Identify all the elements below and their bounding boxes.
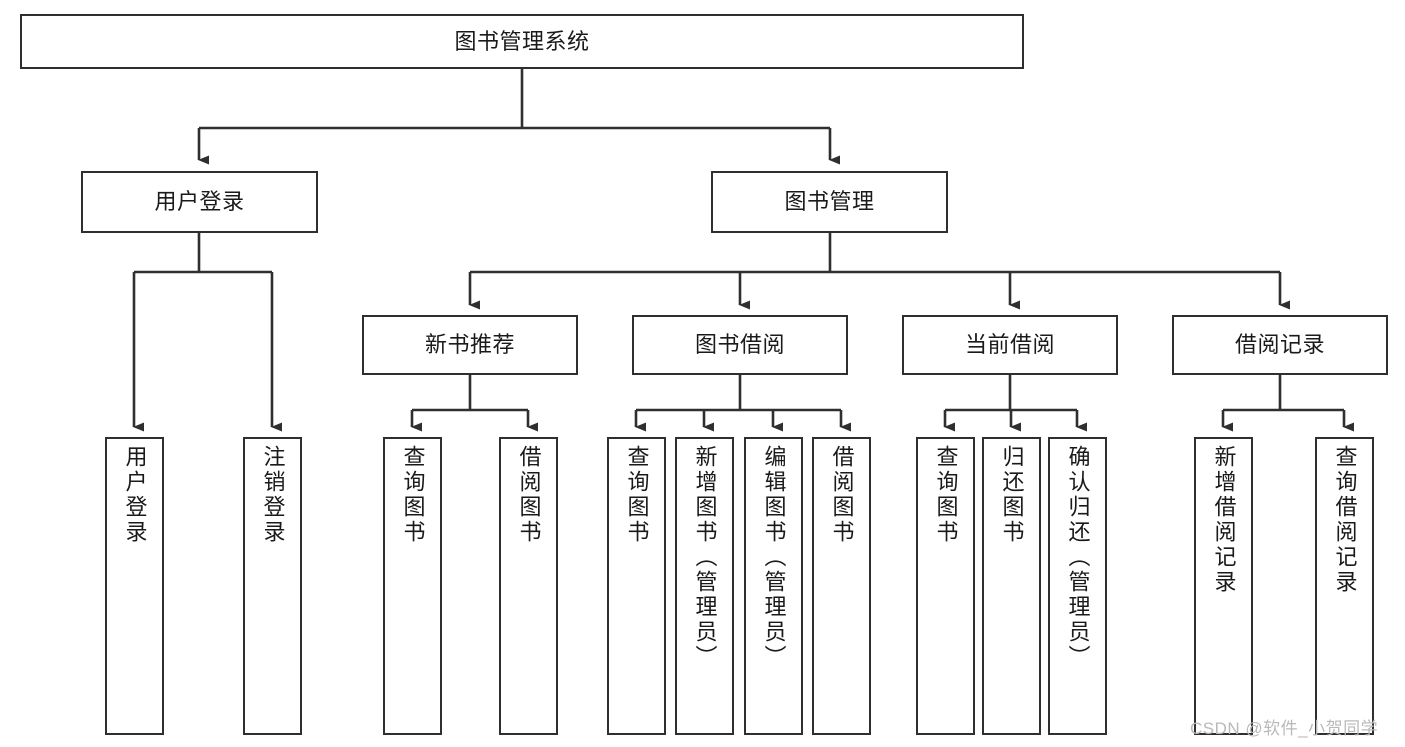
leaf-borrow-borrow-book[interactable]: 借阅图书	[812, 437, 871, 735]
node-current-borrow[interactable]: 当前借阅	[902, 315, 1118, 375]
node-user-login[interactable]: 用户登录	[81, 171, 318, 233]
node-label: 图书借阅	[694, 332, 785, 358]
node-label: 新增借阅记录	[1211, 445, 1237, 595]
node-label: 新增图书（管理员）	[692, 445, 718, 670]
node-label: 图书管理系统	[454, 28, 590, 54]
leaf-current-return-book[interactable]: 归还图书	[982, 437, 1041, 735]
node-label: 查询图书	[400, 445, 426, 545]
node-label: 查询图书	[624, 445, 650, 545]
node-book-borrow[interactable]: 图书借阅	[632, 315, 848, 375]
node-label: 编辑图书（管理员）	[761, 445, 787, 670]
node-root-library-system[interactable]: 图书管理系统	[20, 14, 1024, 69]
node-label: 借阅图书	[829, 445, 855, 545]
leaf-current-query-book[interactable]: 查询图书	[916, 437, 975, 735]
node-label: 归还图书	[999, 445, 1025, 545]
node-label: 用户登录	[122, 445, 148, 545]
node-label: 当前借阅	[964, 332, 1055, 358]
node-book-management[interactable]: 图书管理	[711, 171, 948, 233]
node-label: 确认归还（管理员）	[1065, 445, 1091, 670]
leaf-current-confirm-return-admin[interactable]: 确认归还（管理员）	[1048, 437, 1107, 735]
node-borrow-record[interactable]: 借阅记录	[1172, 315, 1388, 375]
node-new-book-recommend[interactable]: 新书推荐	[362, 315, 578, 375]
leaf-user-login-signout[interactable]: 注销登录	[243, 437, 302, 735]
leaf-user-login-signin[interactable]: 用户登录	[105, 437, 164, 735]
leaf-record-query-record[interactable]: 查询借阅记录	[1315, 437, 1374, 735]
node-label: 借阅图书	[516, 445, 542, 545]
node-label: 图书管理	[784, 189, 875, 215]
leaf-new-book-borrow[interactable]: 借阅图书	[499, 437, 558, 735]
leaf-new-book-query[interactable]: 查询图书	[383, 437, 442, 735]
node-label: 用户登录	[154, 189, 245, 215]
node-label: 借阅记录	[1234, 332, 1325, 358]
leaf-record-add-record[interactable]: 新增借阅记录	[1194, 437, 1253, 735]
node-label: 查询借阅记录	[1332, 445, 1358, 595]
node-label: 注销登录	[260, 445, 286, 545]
leaf-borrow-add-book-admin[interactable]: 新增图书（管理员）	[675, 437, 734, 735]
node-label: 查询图书	[933, 445, 959, 545]
csdn-watermark: CSDN @软件_小贺同学	[1190, 719, 1379, 738]
node-label: 新书推荐	[424, 332, 515, 358]
leaf-borrow-edit-book-admin[interactable]: 编辑图书（管理员）	[744, 437, 803, 735]
leaf-borrow-query-book[interactable]: 查询图书	[607, 437, 666, 735]
